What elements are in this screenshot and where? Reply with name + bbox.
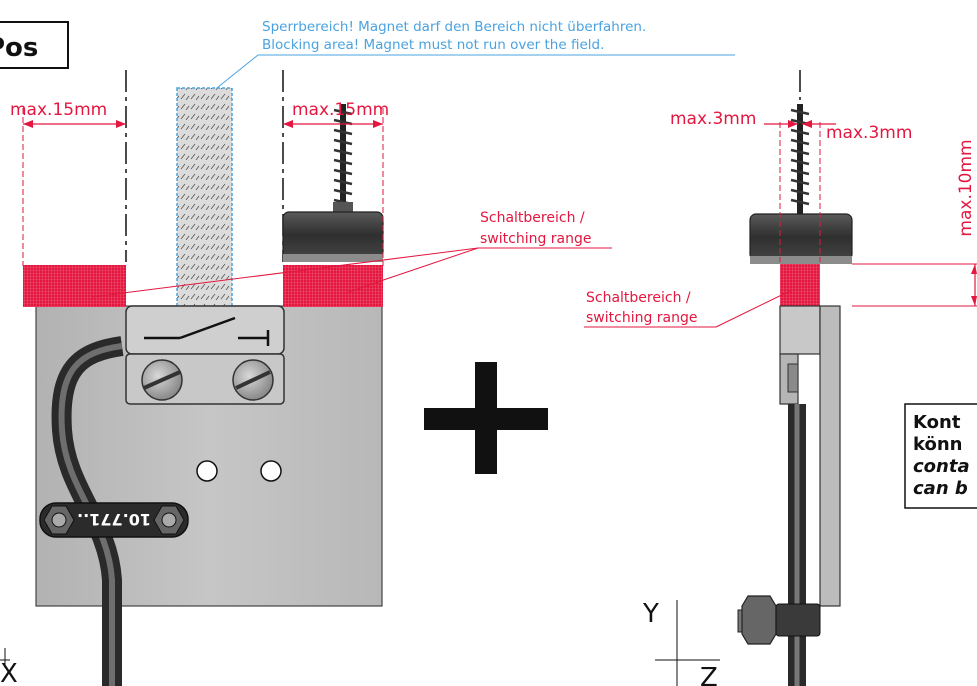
- axis-y-label: Y: [642, 599, 659, 629]
- switching-side-en: switching range: [586, 310, 698, 326]
- dimension-right: max.15mm: [283, 100, 389, 266]
- switching-front-en: switching range: [480, 231, 592, 247]
- dim-left-label: max.15mm: [10, 100, 107, 120]
- switching-label-front: Schaltbereich / switching range: [91, 210, 612, 298]
- note-line1: Kont: [913, 412, 961, 433]
- front-view: 10.771.. max.15mm max.15mm S: [10, 70, 612, 686]
- screw-head-icon: [232, 359, 274, 401]
- screw-head-icon: [141, 359, 183, 401]
- mount-hole: [196, 460, 218, 482]
- note-line2: könn: [913, 434, 962, 455]
- switching-front-de: Schaltbereich /: [480, 210, 585, 226]
- dim-side-b-label: max.3mm: [826, 123, 912, 143]
- axis-x-label: X: [0, 659, 18, 686]
- plus-icon: [424, 362, 548, 474]
- mount-hole: [260, 460, 282, 482]
- cable-clip: 10.771..: [39, 502, 189, 538]
- switch-symbol-icon: [144, 316, 270, 346]
- blocking-note-de: Sperrbereich! Magnet darf den Bereich ni…: [262, 19, 646, 35]
- note-box: Kont könn conta can b: [904, 403, 977, 509]
- axis-z-label: Z: [700, 663, 718, 686]
- switching-label-side: Schaltbereich / switching range: [584, 289, 793, 328]
- dimension-left: max.15mm: [10, 100, 126, 266]
- axis-yz: Y Z: [642, 599, 720, 686]
- switching-zone-left: [23, 265, 126, 307]
- axis-x: X: [0, 648, 18, 686]
- title-box: Pos: [0, 21, 69, 69]
- blocking-note: Sperrbereich! Magnet darf den Bereich ni…: [201, 19, 735, 101]
- dimension-side: max.3mm max.3mm max.10mm: [670, 109, 977, 307]
- side-view: max.3mm max.3mm max.10mm Schaltbereich /…: [584, 70, 977, 686]
- magnet: [282, 104, 384, 262]
- dim-right-label: max.15mm: [292, 100, 389, 120]
- blocking-note-en: Blocking area! Magnet must not run over …: [262, 37, 604, 53]
- switching-zone-side: [780, 264, 820, 306]
- page-title: Pos: [0, 33, 38, 63]
- switching-side-de: Schaltbereich /: [586, 290, 691, 306]
- product-label: 10.771..: [77, 510, 151, 529]
- blocking-area: [176, 87, 233, 308]
- switch-housing: [125, 305, 285, 405]
- note-line4: can b: [913, 478, 968, 499]
- dim-side-a-label: max.3mm: [670, 109, 756, 129]
- note-line3: conta: [913, 456, 970, 477]
- dim-side-v-label: max.10mm: [956, 139, 976, 236]
